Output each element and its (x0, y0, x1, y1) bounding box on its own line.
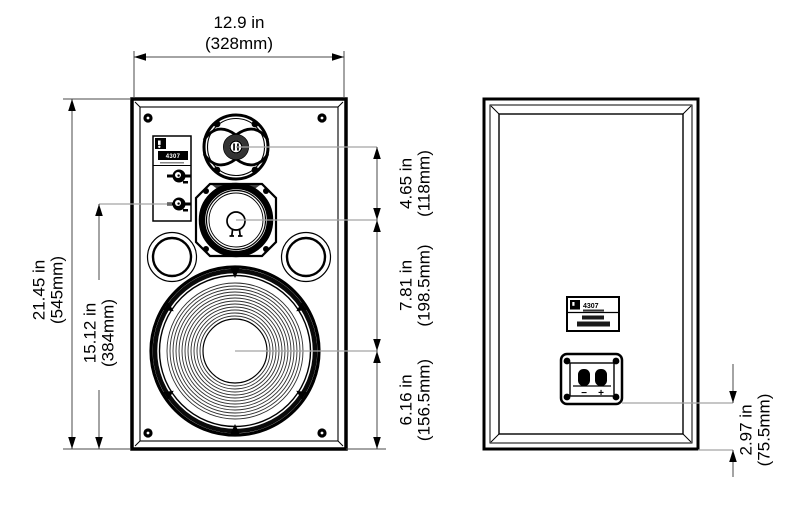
dim-terminal-metric: (75.5mm) (754, 394, 773, 467)
spec-label: 4307 (566, 296, 620, 332)
dim-width: 12.9 in (328mm) (133, 13, 345, 98)
bass-port-left (146, 231, 198, 283)
jbl-logo-icon (570, 300, 580, 310)
positive-mark: + (598, 388, 604, 399)
dim-terminal-inches: 2.97 in (736, 404, 755, 455)
attenuator-knob-hf (167, 169, 191, 184)
binding-post-positive (595, 369, 607, 386)
terminal-screws (563, 357, 620, 401)
dim-height-inches: 21.45 in (29, 260, 48, 321)
screw-icon (317, 113, 327, 123)
screw-icon (143, 428, 153, 438)
screw-icon (143, 113, 153, 123)
attenuator-knob-mf (167, 197, 191, 212)
dim-tweeter-mid-metric: (118mm) (414, 150, 433, 217)
dim-midrange-to-woofer: 7.81 in (198.5mm) (396, 244, 433, 326)
dim-woofer-to-bottom: 6.16 in (156.5mm) (396, 359, 433, 441)
dim-terminal-to-bottom: 2.97 in (75.5mm) (729, 364, 773, 477)
rear-model-label: 4307 (583, 303, 599, 310)
terminal-panel: − + (559, 352, 624, 406)
model-bar (158, 151, 188, 160)
dim-attenuator-inches: 15.12 in (80, 303, 99, 364)
midrange-screws (203, 188, 269, 252)
dim-woofer-bottom-inches: 6.16 in (396, 374, 415, 425)
control-panel: 4307 (152, 135, 192, 222)
dim-attenuator-metric: (384mm) (98, 299, 117, 367)
baffle-corner-screws (143, 113, 327, 438)
negative-mark: − (581, 388, 587, 399)
dim-tweeter-to-midrange: 4.65 in (118mm) (396, 150, 433, 217)
screw-icon (317, 428, 327, 438)
woofer-clamps (163, 268, 307, 434)
midrange-dust-cap (226, 211, 246, 237)
rear-view: 4307 − + (482, 97, 700, 451)
leader-lines (99, 146, 733, 451)
dim-mid-woofer-inches: 7.81 in (396, 260, 415, 311)
dim-right-stack: 4.65 in (118mm) 7.81 in (198.5mm) 6.16 i… (346, 147, 433, 450)
dim-height: 21.45 in (545mm) (29, 98, 131, 450)
front-view: 4307 (130, 97, 348, 451)
tweeter-screws (213, 120, 259, 174)
binding-post-negative (578, 369, 590, 386)
bass-port-right (280, 231, 332, 283)
dim-mid-woofer-metric: (198.5mm) (414, 244, 433, 326)
dim-tweeter-mid-inches: 4.65 in (396, 158, 415, 209)
dim-width-inches: 12.9 in (213, 13, 264, 32)
dim-height-metric: (545mm) (47, 256, 66, 324)
front-model-label: 4307 (166, 154, 181, 160)
dim-woofer-bottom-metric: (156.5mm) (414, 359, 433, 441)
jbl-logo-icon (155, 138, 166, 149)
dim-attenuator-to-bottom: 15.12 in (384mm) (80, 204, 117, 449)
dim-width-metric: (328mm) (205, 34, 273, 53)
